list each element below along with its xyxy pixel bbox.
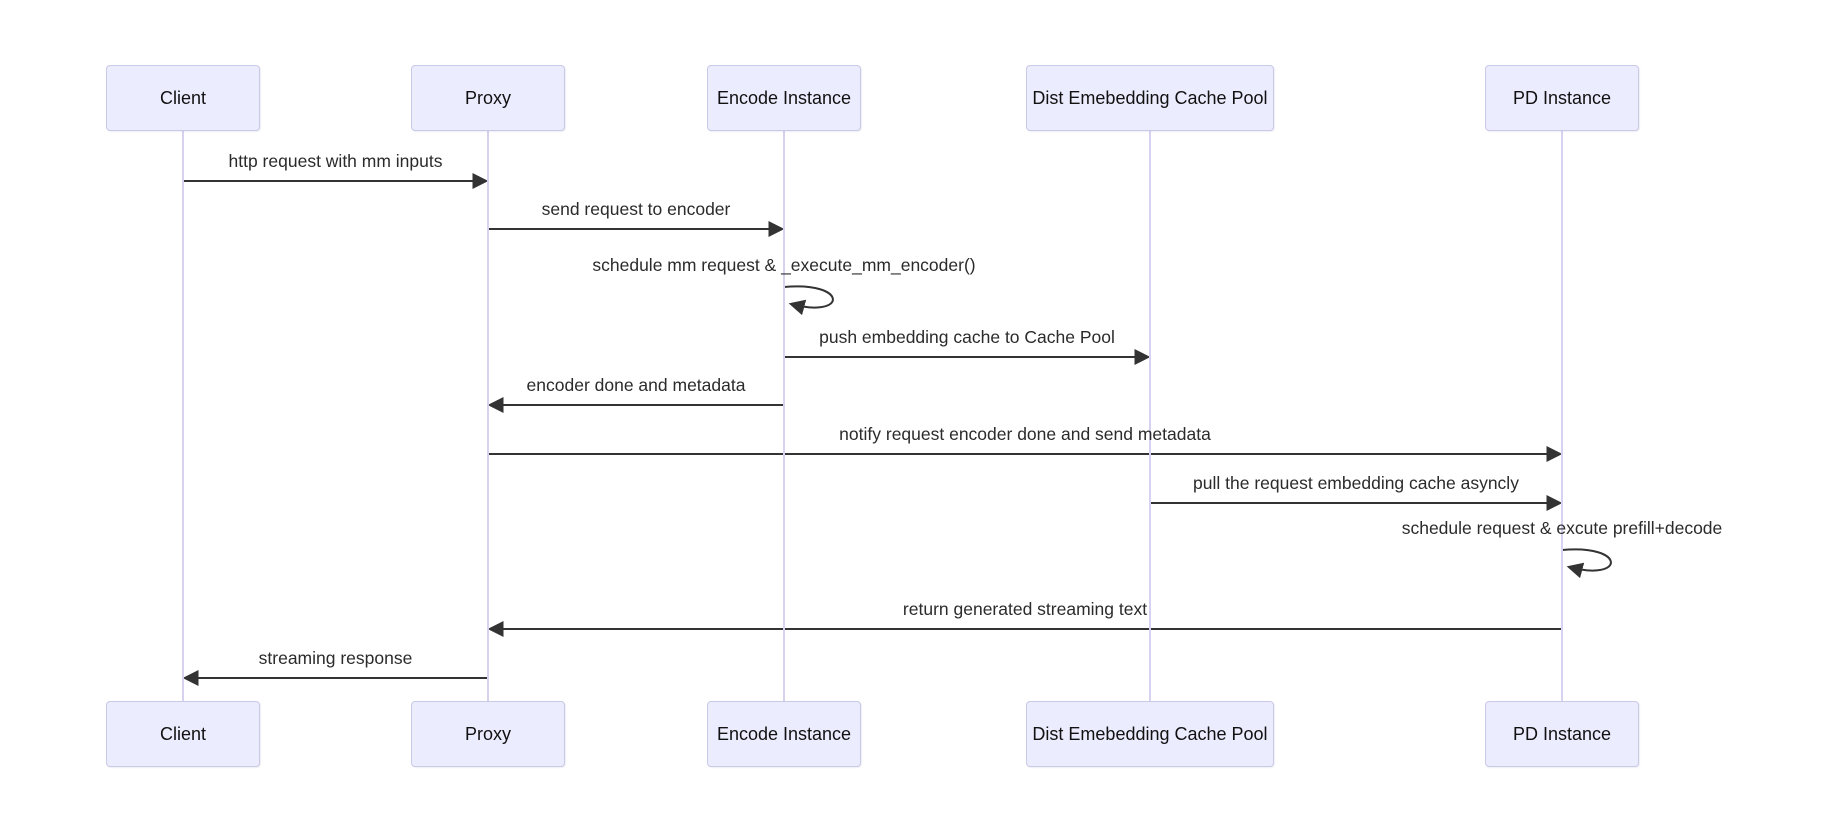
actor-box-bottom-encode-instance: Encode Instance bbox=[707, 701, 861, 767]
actor-box-bottom-client: Client bbox=[106, 701, 260, 767]
lifeline-proxy bbox=[487, 131, 489, 701]
actor-label: Proxy bbox=[464, 87, 511, 108]
actor-label: Proxy bbox=[464, 723, 511, 744]
lifeline-pd-instance bbox=[1561, 131, 1563, 701]
message-label-4: push embedding cache to Cache Pool bbox=[819, 327, 1115, 347]
self-loop-arrow-8 bbox=[1561, 548, 1612, 579]
lifeline-encode-instance bbox=[783, 131, 785, 701]
message-label-5: encoder done and metadata bbox=[526, 375, 746, 395]
actor-box-top-proxy: Proxy bbox=[411, 65, 565, 131]
actor-label: Client bbox=[159, 723, 207, 744]
message-label-2: send request to encoder bbox=[541, 199, 731, 219]
actor-label: Encode Instance bbox=[716, 723, 852, 744]
message-label-10: streaming response bbox=[258, 648, 413, 668]
message-label-6: notify request encoder done and send met… bbox=[839, 424, 1211, 444]
actor-label: Dist Emebedding Cache Pool bbox=[1032, 87, 1268, 108]
actor-box-bottom-pd-instance: PD Instance bbox=[1485, 701, 1639, 767]
actor-label: Dist Emebedding Cache Pool bbox=[1032, 723, 1268, 744]
message-label-1: http request with mm inputs bbox=[228, 151, 443, 171]
actor-label: PD Instance bbox=[1512, 87, 1612, 108]
self-loop-arrow-3 bbox=[783, 285, 834, 316]
actor-box-bottom-dist-emebedding-cache-pool: Dist Emebedding Cache Pool bbox=[1026, 701, 1274, 767]
actor-box-top-pd-instance: PD Instance bbox=[1485, 65, 1639, 131]
actor-box-top-encode-instance: Encode Instance bbox=[707, 65, 861, 131]
actor-label: Client bbox=[159, 87, 207, 108]
actor-label: PD Instance bbox=[1512, 723, 1612, 744]
actor-box-top-client: Client bbox=[106, 65, 260, 131]
lifeline-client bbox=[182, 131, 184, 701]
message-label-8: schedule request & excute prefill+decode bbox=[1401, 518, 1723, 538]
message-label-3: schedule mm request & _execute_mm_encode… bbox=[592, 255, 976, 275]
message-label-7: pull the request embedding cache asyncly bbox=[1193, 473, 1519, 493]
actor-label: Encode Instance bbox=[716, 87, 852, 108]
lifeline-dist-emebedding-cache-pool bbox=[1149, 131, 1151, 701]
message-label-9: return generated streaming text bbox=[902, 599, 1148, 619]
actor-box-top-dist-emebedding-cache-pool: Dist Emebedding Cache Pool bbox=[1026, 65, 1274, 131]
actor-box-bottom-proxy: Proxy bbox=[411, 701, 565, 767]
